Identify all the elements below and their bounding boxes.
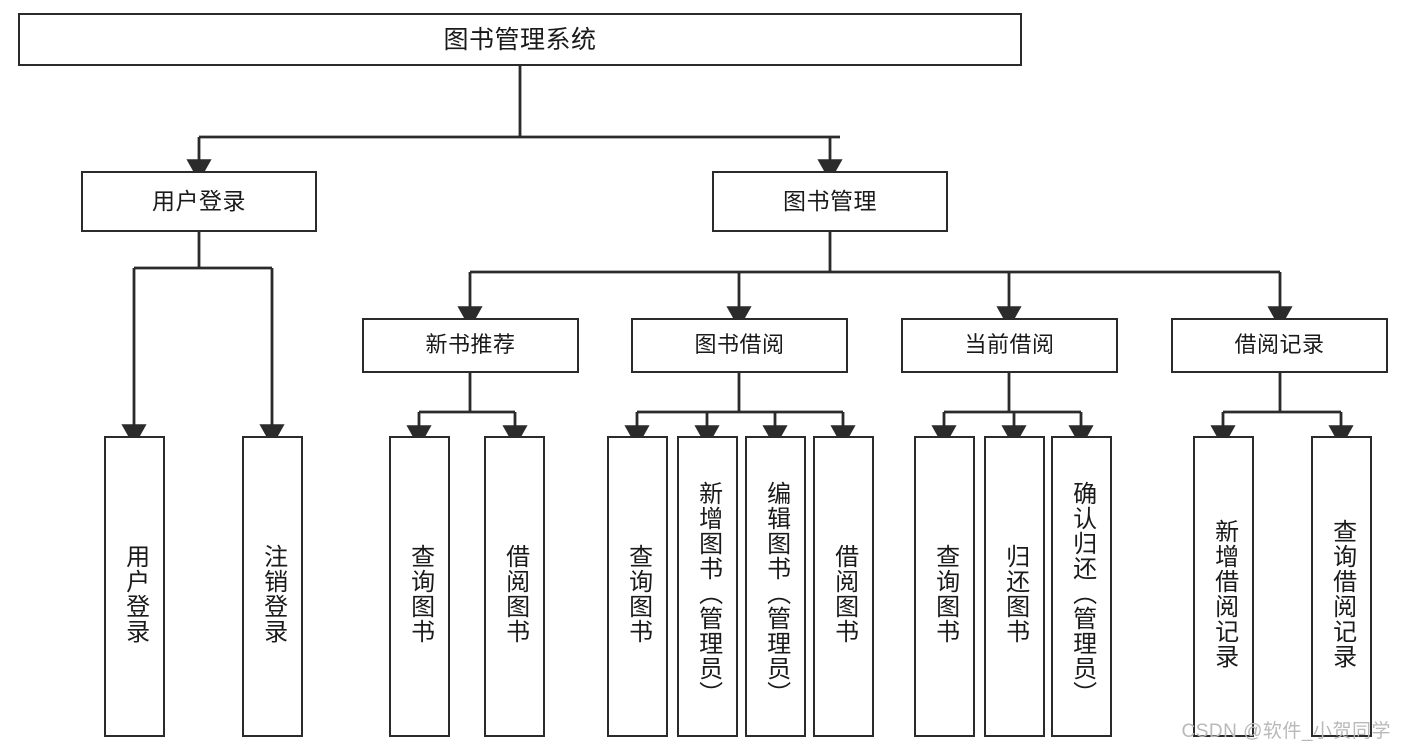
node-leaf-edit-book[interactable]: 编辑图书（管理员） <box>745 436 806 737</box>
node-leaf-add-book-label: 新增图书（管理员） <box>694 481 722 706</box>
node-leaf-query-book-rec-label: 查询图书 <box>406 543 434 644</box>
node-leaf-edit-book-label: 编辑图书（管理员） <box>762 481 790 706</box>
node-user-login[interactable]: 用户登录 <box>81 171 317 232</box>
node-book-manage[interactable]: 图书管理 <box>712 171 948 232</box>
node-user-login-label: 用户登录 <box>152 187 246 214</box>
node-leaf-query-record-label: 查询借阅记录 <box>1328 518 1356 669</box>
node-leaf-add-record[interactable]: 新增借阅记录 <box>1193 436 1254 737</box>
node-leaf-query-record[interactable]: 查询借阅记录 <box>1311 436 1372 737</box>
node-leaf-query-book-cur-label: 查询图书 <box>931 543 959 644</box>
node-leaf-user-login[interactable]: 用户登录 <box>104 436 165 737</box>
node-book-borrow[interactable]: 图书借阅 <box>631 318 848 373</box>
node-leaf-query-book-bor-label: 查询图书 <box>624 543 652 644</box>
watermark-text: CSDN @软件_小贺同学 <box>1181 721 1391 742</box>
node-leaf-borrow-book[interactable]: 借阅图书 <box>813 436 874 737</box>
node-leaf-return-book-label: 归还图书 <box>1001 543 1029 644</box>
node-current-borrow[interactable]: 当前借阅 <box>901 318 1118 373</box>
node-root[interactable]: 图书管理系统 <box>18 13 1022 66</box>
node-leaf-user-login-label: 用户登录 <box>121 543 149 644</box>
node-leaf-query-book-cur[interactable]: 查询图书 <box>914 436 975 737</box>
node-leaf-borrow-book-rec[interactable]: 借阅图书 <box>484 436 545 737</box>
node-leaf-query-book-rec[interactable]: 查询图书 <box>389 436 450 737</box>
node-new-book-recommend-label: 新书推荐 <box>425 332 516 358</box>
node-leaf-confirm-return[interactable]: 确认归还（管理员） <box>1051 436 1112 737</box>
node-leaf-add-book[interactable]: 新增图书（管理员） <box>677 436 738 737</box>
node-leaf-add-record-label: 新增借阅记录 <box>1210 518 1238 669</box>
node-borrow-record-label: 借阅记录 <box>1234 332 1325 358</box>
node-book-borrow-label: 图书借阅 <box>694 332 785 358</box>
node-new-book-recommend[interactable]: 新书推荐 <box>362 318 579 373</box>
node-leaf-query-book-bor[interactable]: 查询图书 <box>607 436 668 737</box>
node-root-label: 图书管理系统 <box>443 25 597 54</box>
node-current-borrow-label: 当前借阅 <box>964 332 1055 358</box>
node-leaf-borrow-book-rec-label: 借阅图书 <box>501 543 529 644</box>
node-borrow-record[interactable]: 借阅记录 <box>1171 318 1388 373</box>
node-leaf-return-book[interactable]: 归还图书 <box>984 436 1045 737</box>
node-leaf-user-logout[interactable]: 注销登录 <box>242 436 303 737</box>
node-leaf-borrow-book-label: 借阅图书 <box>830 543 858 644</box>
node-leaf-user-logout-label: 注销登录 <box>259 543 287 644</box>
node-book-manage-label: 图书管理 <box>783 187 877 214</box>
node-leaf-confirm-return-label: 确认归还（管理员） <box>1068 481 1096 706</box>
